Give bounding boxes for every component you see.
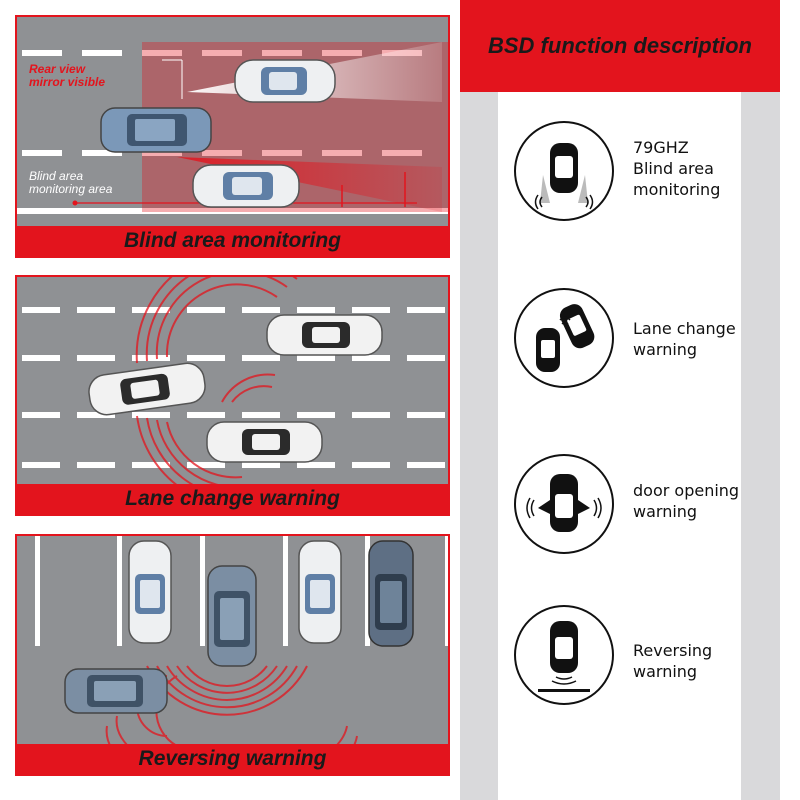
feature-line: Lane change [633,319,736,338]
car-white-left [88,362,206,416]
reversing-panel: Reversing warning [15,534,450,776]
lane-change-banner: Lane change warning [17,484,448,514]
feature-line: warning [633,340,698,359]
mirror-label-line1: Rear view [29,62,86,76]
parking-lines [35,536,448,646]
car-blue-suv [100,107,212,153]
blind-area-car-icon [514,121,614,221]
feature-line: Blind area [633,159,714,178]
car-white-2 [298,540,342,644]
feature-line: door opening [633,481,740,500]
feature-blind-area-text: 79GHZ Blind area monitoring [633,137,720,200]
lane-change-panel: Lane change warning [15,275,450,516]
reversing-banner: Reversing warning [17,744,448,774]
feature-line: monitoring [633,180,721,199]
door-opening-car-icon [514,454,614,554]
lane-change-cars-icon [514,288,614,388]
page-title: BSD function description [488,33,752,58]
car-suv-right [368,540,414,647]
reversing-scene [17,536,448,774]
feature-line: warning [633,502,698,521]
feature-line: warning [633,662,698,681]
car-suv-center [207,565,257,667]
feature-line: 79GHZ [633,138,689,157]
car-white-top [266,314,383,356]
car-silver-bottom [192,164,300,208]
reversing-car-icon [514,605,614,705]
blind-area-banner: Blind area monitoring [17,226,448,256]
car-suv-left [64,668,168,714]
header-bar: BSD function description [460,0,780,92]
mirror-label-line2: mirror visible [29,75,106,89]
zone-label-line2: monitoring area [29,182,113,196]
feature-column [460,0,780,800]
feature-lane-change-text: Lane change warning [633,318,736,360]
blind-area-scene [17,17,448,256]
car-silver-top [234,59,336,103]
feature-reversing-text: Reversing warning [633,640,712,682]
blind-area-panel: Rear view mirror visible Blind area moni… [15,15,450,258]
lane-markings [22,307,445,468]
lane-change-scene [17,277,448,514]
feature-line: Reversing [633,641,713,660]
feature-door-opening-text: door opening warning [633,480,739,522]
car-white-1 [128,540,172,644]
zone-label-line1: Blind area [29,169,84,183]
car-white-bottom [206,421,323,463]
